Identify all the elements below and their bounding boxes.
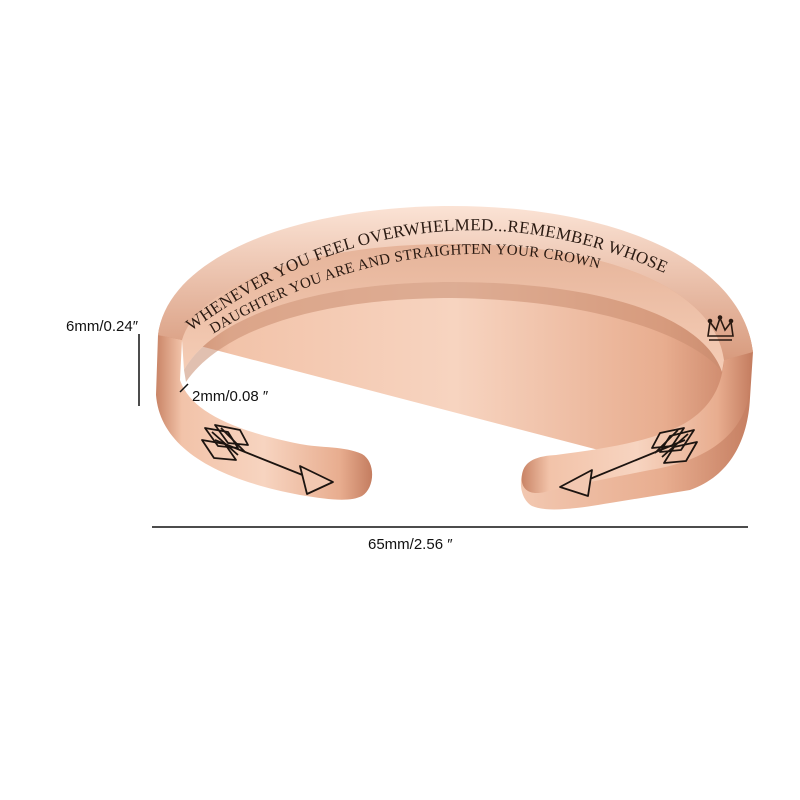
crown-icon (707, 315, 734, 341)
width-label: 65mm/2.56 ″ (368, 536, 453, 553)
bracelet-inner-surface (182, 244, 724, 372)
arrow-right-icon (201, 424, 334, 495)
bracelet-left-arm (156, 335, 373, 500)
height-label: 6mm/0.24″ (66, 318, 139, 335)
arrow-left-icon (559, 427, 698, 497)
thickness-dimension-line (179, 383, 189, 393)
bracelet-back-band (158, 206, 753, 360)
bracelet-inner-edge (184, 282, 722, 382)
bracelet-right-arm (521, 352, 752, 494)
thickness-label: 2mm/0.08 ″ (192, 388, 269, 405)
